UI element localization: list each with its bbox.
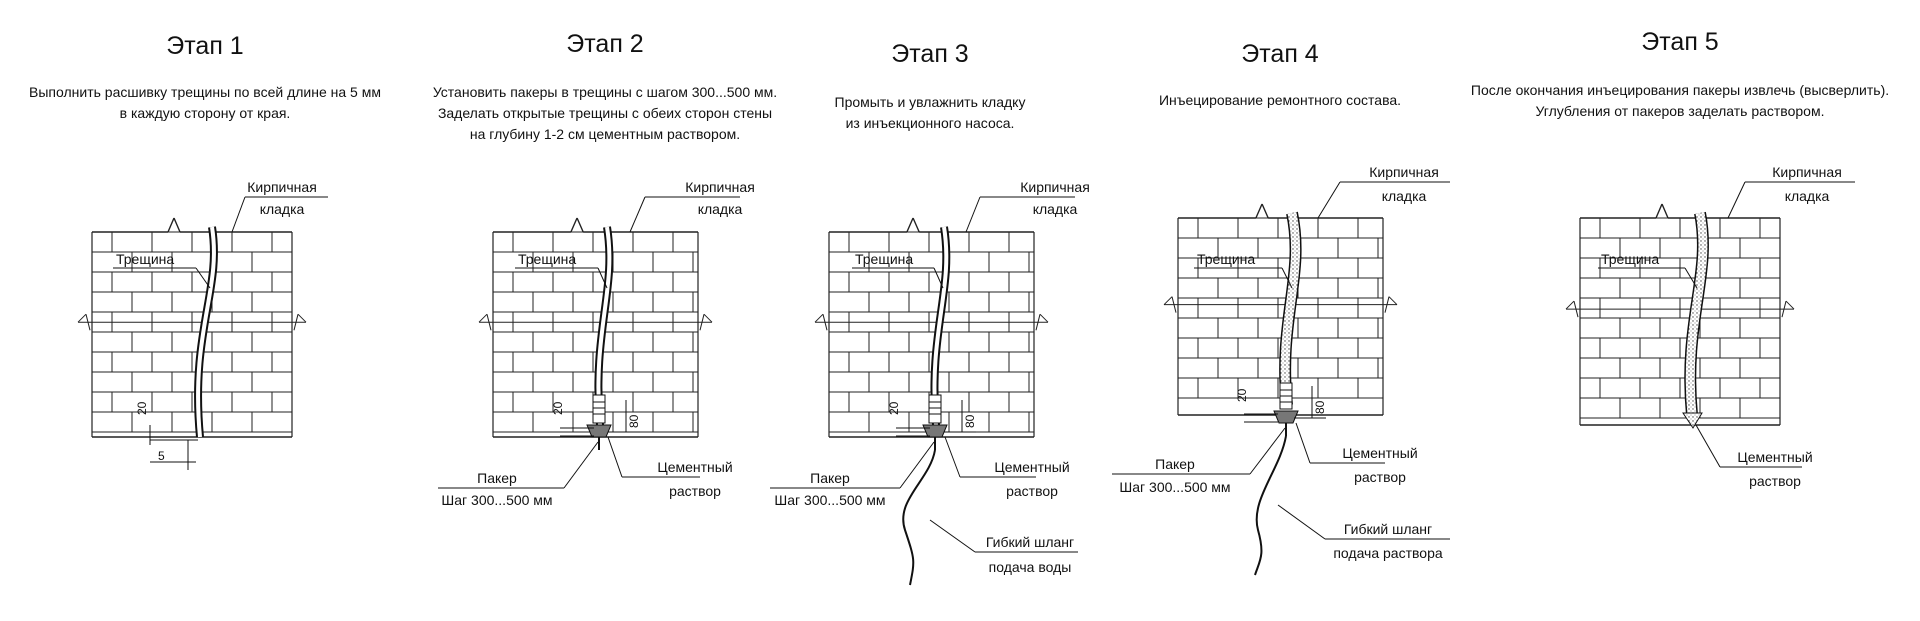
crack-leader: Трещина [1598, 251, 1698, 289]
packer-label-1: Пакер [477, 470, 517, 486]
crack [930, 226, 951, 426]
svg-text:80: 80 [963, 414, 977, 428]
masonry-label-1: Кирпичная [1772, 164, 1842, 180]
hose-leader: Гибкий шланг подача воды [929, 519, 1078, 575]
dimension: 20 80 [887, 400, 977, 437]
stage-4: Этап 4 Инъецирование ремонтного состава. [1110, 0, 1450, 621]
crack-filled [1682, 211, 1709, 429]
mortar-leader: Цементный раствор [607, 436, 733, 499]
mortar-label-2: раствор [1749, 473, 1801, 489]
packer-label-2: Шаг 300...500 мм [1119, 479, 1230, 495]
svg-text:5: 5 [158, 449, 165, 463]
crack-label: Трещина [116, 251, 174, 267]
svg-text:20: 20 [135, 401, 149, 415]
crack [594, 226, 614, 426]
packer-leader: Пакер Шаг 300...500 мм [438, 441, 599, 508]
crack-label: Трещина [1601, 251, 1659, 267]
hose-label-2: подача воды [989, 559, 1072, 575]
dimension: 20 5 [135, 401, 198, 470]
crack-leader: Трещина [515, 251, 608, 289]
crack-leader: Трещина [1194, 251, 1293, 289]
crack-filled [1279, 211, 1302, 406]
mortar-leader: Цементный раствор [1695, 424, 1813, 489]
mortar-label-2: раствор [1354, 469, 1406, 485]
crack-leader: Трещина [113, 251, 211, 289]
masonry-label-2: кладка [698, 201, 743, 217]
masonry-label-2: кладка [1382, 188, 1427, 204]
svg-text:80: 80 [627, 414, 641, 428]
masonry-leader: Кирпичная кладка [965, 179, 1090, 233]
masonry-label-1: Кирпичная [247, 179, 317, 195]
stage-title: Этап 4 [1241, 40, 1319, 68]
packer-label-1: Пакер [810, 470, 850, 486]
stage-description: Выполнить расшивку трещины по всей длине… [29, 84, 381, 121]
hose [1254, 435, 1287, 576]
crack-label: Трещина [1197, 251, 1255, 267]
masonry-leader: Кирпичная кладка [1727, 164, 1855, 219]
stage-title: Этап 5 [1641, 28, 1719, 56]
mortar-label-1: Цементный [657, 459, 732, 475]
brick-wall [478, 217, 713, 438]
stage-description: Установить пакеры в трещины с шагом 300.… [432, 84, 778, 142]
svg-text:20: 20 [1235, 388, 1249, 402]
stage-3: Этап 3 Промыть и увлажнить кладку из инъ… [740, 0, 1120, 621]
dimension: 20 80 [1235, 386, 1327, 423]
packer-label-1: Пакер [1155, 456, 1195, 472]
svg-text:20: 20 [551, 401, 565, 415]
hose-label-2: подача раствора [1333, 545, 1443, 561]
stage-title: Этап 2 [566, 30, 644, 58]
masonry-leader: Кирпичная кладка [231, 179, 328, 233]
hose-leader: Гибкий шланг подача раствора [1277, 504, 1450, 561]
crack-leader: Трещина [852, 251, 944, 289]
mortar-label-1: Цементный [994, 459, 1069, 475]
packer [1273, 382, 1299, 436]
brick-wall [814, 217, 1049, 438]
mortar-label-1: Цементный [1737, 449, 1812, 465]
hose-label-1: Гибкий шланг [1344, 521, 1432, 537]
stage-title: Этап 1 [166, 32, 244, 60]
masonry-label-2: кладка [260, 201, 305, 217]
crack [194, 226, 218, 438]
packer [922, 394, 948, 450]
hose-label-1: Гибкий шланг [986, 534, 1074, 550]
brick-wall [1565, 203, 1795, 426]
stage-description: После окончания инъецирования пакеры изв… [1470, 82, 1890, 119]
svg-text:20: 20 [887, 401, 901, 415]
mortar-label-1: Цементный [1342, 445, 1417, 461]
packer-leader: Пакер Шаг 300...500 мм [770, 441, 935, 508]
packer-label-2: Шаг 300...500 мм [441, 492, 552, 508]
masonry-leader: Кирпичная кладка [1317, 164, 1450, 219]
packer-leader: Пакер Шаг 300...500 мм [1112, 427, 1286, 495]
masonry-label-2: кладка [1033, 201, 1078, 217]
mortar-leader: Цементный раствор [1295, 422, 1418, 485]
crack-label: Трещина [518, 251, 576, 267]
stage-1: Этап 1 Выполнить расшивку трещины по все… [0, 0, 410, 621]
stage-2: Этап 2 Установить пакеры в трещины с шаг… [400, 0, 810, 621]
masonry-label-1: Кирпичная [1020, 179, 1090, 195]
mortar-label-2: раствор [669, 483, 721, 499]
packer-label-2: Шаг 300...500 мм [774, 492, 885, 508]
crack-label: Трещина [855, 251, 913, 267]
stage-title: Этап 3 [891, 40, 969, 68]
mortar-label-2: раствор [1006, 483, 1058, 499]
mortar-leader: Цементный раствор [944, 436, 1070, 499]
stage-description: Инъецирование ремонтного состава. [1158, 92, 1402, 108]
stage-description: Промыть и увлажнить кладку из инъекционн… [834, 94, 1026, 131]
stage-5: Этап 5 После окончания инъецирования пак… [1440, 0, 1920, 621]
masonry-label-2: кладка [1785, 188, 1830, 204]
svg-text:80: 80 [1313, 400, 1327, 414]
masonry-leader: Кирпичная кладка [629, 179, 755, 233]
masonry-label-1: Кирпичная [1369, 164, 1439, 180]
masonry-label-1: Кирпичная [685, 179, 755, 195]
hose [902, 449, 936, 586]
dimension: 20 80 [551, 400, 641, 437]
brick-wall [77, 217, 307, 438]
